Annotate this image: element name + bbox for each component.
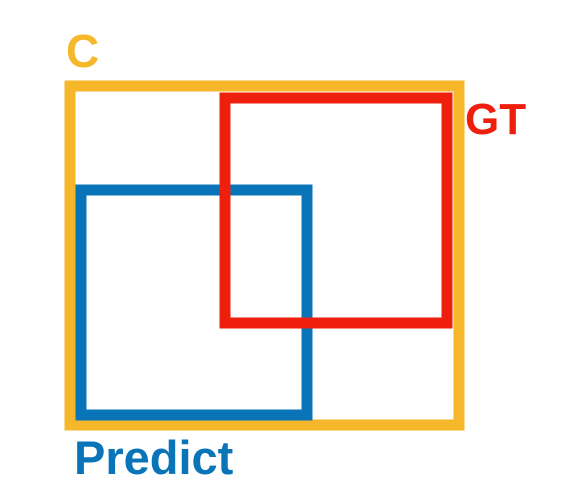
label-c: C xyxy=(66,25,99,77)
enclosing-box-c xyxy=(64,80,465,431)
label-gt: GT xyxy=(465,95,526,144)
label-predict: Predict xyxy=(74,431,234,484)
predict-box xyxy=(75,184,313,421)
ground-truth-box xyxy=(219,92,453,329)
